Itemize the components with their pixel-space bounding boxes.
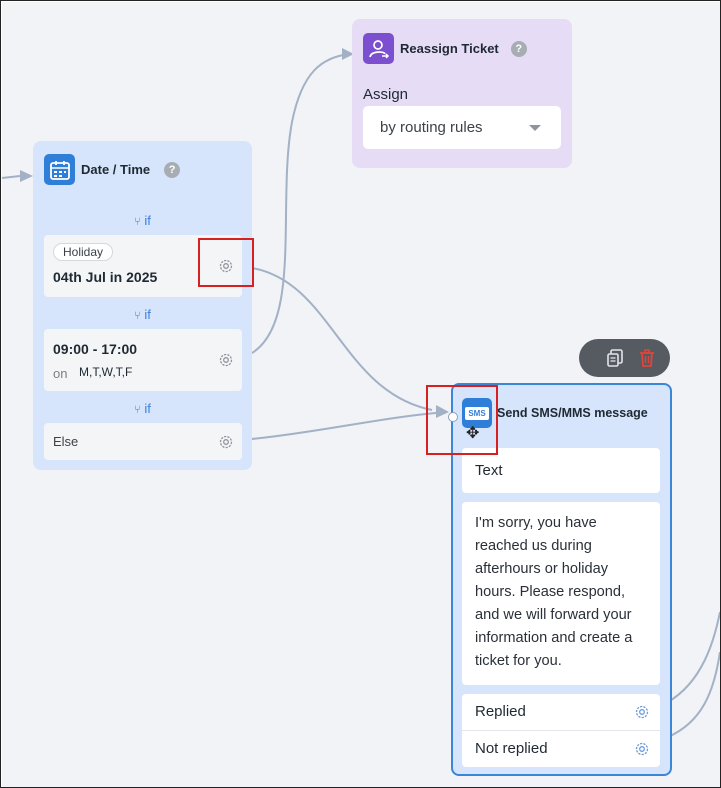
date-time-header: Date / Time ? — [44, 154, 181, 185]
reassign-ticket-node[interactable]: Reassign Ticket ? Assign by routing rule… — [352, 19, 572, 168]
branch-icon: ⑂ — [134, 216, 141, 228]
help-icon[interactable]: ? — [164, 161, 181, 178]
settings-gear-icon[interactable] — [634, 741, 650, 757]
assign-select-value: by routing rules — [380, 119, 483, 136]
copy-icon[interactable] — [604, 347, 626, 369]
send-sms-node[interactable]: SMS Send SMS/MMS message ✥ Text I'm sorr… — [448, 383, 672, 776]
calendar-icon — [44, 154, 75, 185]
branch-hours[interactable]: 09:00 - 17:00 on M,T,W,T,F — [44, 329, 242, 391]
hours-range: 09:00 - 17:00 — [53, 341, 138, 357]
text-field-label: Text — [462, 448, 660, 493]
delete-trash-icon[interactable] — [636, 347, 658, 369]
date-time-title: Date / Time — [81, 162, 151, 177]
message-text: I'm sorry, you have reached us during af… — [475, 515, 633, 669]
branch-icon: ⑂ — [134, 310, 141, 322]
message-textarea[interactable]: I'm sorry, you have reached us during af… — [462, 502, 660, 685]
input-port[interactable] — [448, 412, 458, 422]
date-time-node[interactable]: Date / Time ? ⑂ if Holiday 04th Jul in 2… — [33, 141, 252, 470]
move-cursor-icon: ✥ — [466, 425, 480, 442]
if-label-3: ⑂ if — [134, 401, 151, 416]
node-toolbar — [579, 339, 670, 377]
branch-else[interactable]: Else — [44, 423, 242, 460]
reassign-user-icon — [363, 33, 394, 64]
if-label-1: ⑂ if — [134, 213, 151, 228]
sms-icon: SMS — [462, 398, 492, 428]
assign-select[interactable]: by routing rules — [363, 106, 561, 149]
sms-title: Send SMS/MMS message — [497, 406, 648, 420]
option-not-replied[interactable]: Not replied — [462, 731, 660, 767]
else-label: Else — [53, 434, 79, 449]
assign-label: Assign — [363, 86, 409, 103]
holiday-chip: Holiday — [53, 243, 114, 261]
settings-gear-icon[interactable] — [218, 352, 234, 368]
holiday-date: 04th Jul in 2025 — [53, 269, 158, 285]
help-icon[interactable]: ? — [510, 40, 527, 57]
option-replied[interactable]: Replied — [462, 694, 660, 731]
weekdays: M,T,W,T,F — [79, 365, 133, 379]
if-label-2: ⑂ if — [134, 307, 151, 322]
highlight-box — [426, 385, 498, 455]
settings-gear-icon[interactable] — [218, 258, 234, 274]
reassign-header: Reassign Ticket ? — [363, 33, 527, 64]
settings-gear-icon[interactable] — [218, 434, 234, 450]
on-label: on — [53, 366, 68, 381]
settings-gear-icon[interactable] — [634, 704, 650, 720]
branch-icon: ⑂ — [134, 404, 141, 416]
sms-header: SMS Send SMS/MMS message — [462, 398, 648, 428]
chevron-down-icon — [529, 125, 541, 131]
reassign-title: Reassign Ticket — [400, 41, 499, 56]
highlight-box — [198, 238, 254, 287]
